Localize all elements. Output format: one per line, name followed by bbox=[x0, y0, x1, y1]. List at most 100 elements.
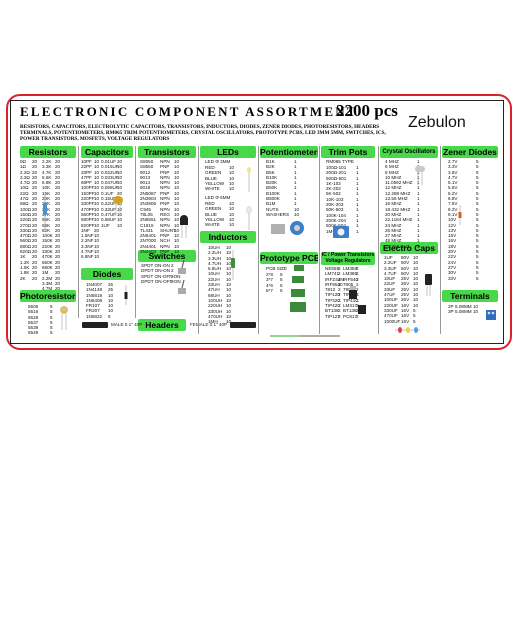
header-leds: LEDs bbox=[200, 146, 256, 158]
piece-count: 2200 pcs bbox=[336, 101, 398, 120]
inductor-icon bbox=[231, 250, 235, 280]
header-diodes: Diodes bbox=[81, 268, 133, 280]
header-inductors: Inductors bbox=[200, 231, 256, 243]
brand-logo: Zebulon bbox=[408, 114, 466, 131]
photoresistor-icon bbox=[60, 306, 68, 330]
zener-diode-icon bbox=[458, 205, 462, 225]
transistor-icon bbox=[180, 215, 188, 238]
page-title: ELECTRONIC COMPONENT ASSORTMENT bbox=[20, 104, 358, 119]
female-header-label: FEMALE 0.1" 40P bbox=[190, 322, 228, 327]
led-3mm-label: LED Φ 3MM bbox=[205, 159, 231, 164]
header-trim-pots: Trim Pots bbox=[321, 146, 375, 158]
header-switches: Switches bbox=[138, 250, 196, 262]
crystal-icon bbox=[415, 166, 425, 185]
trim-pot-type: RM065 TYPE bbox=[326, 159, 354, 164]
contents-description: RESISTORS, CAPACITORS, ELECTROLYTIC CAPA… bbox=[20, 124, 386, 143]
prototype-pcb-icon bbox=[290, 265, 306, 312]
electrolytic-capacitor-icon bbox=[425, 274, 432, 296]
potentiometer-icon bbox=[271, 221, 304, 235]
